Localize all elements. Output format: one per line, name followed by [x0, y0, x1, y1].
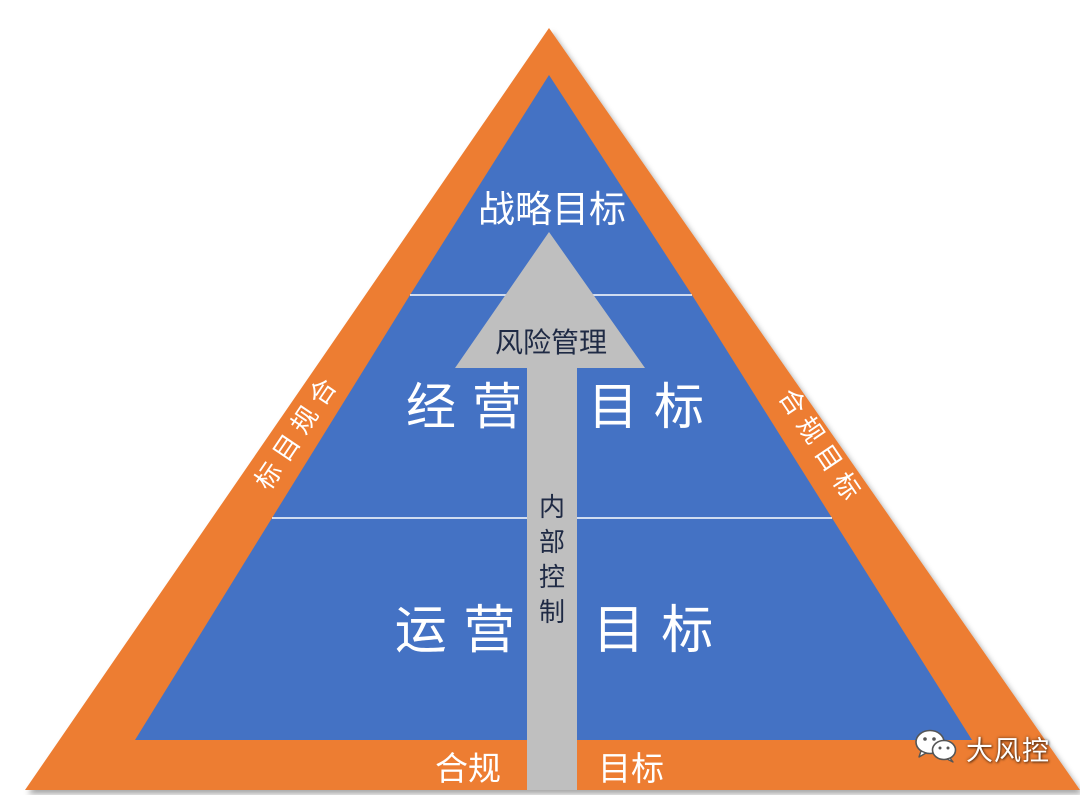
operations-goal-label-right: 目 标	[593, 601, 714, 661]
wechat-icon	[914, 728, 958, 768]
risk-management-label: 风险管理	[495, 326, 607, 359]
strategic-goal-label: 战略目标	[478, 188, 626, 231]
watermark-text: 大风控	[966, 735, 1050, 767]
internal-control-char: 内	[539, 493, 565, 523]
internal-control-char: 部	[539, 528, 565, 558]
business-goal-label-left: 经 营	[406, 378, 522, 436]
operations-goal-label-left: 运 营	[395, 601, 516, 661]
tier-strategic	[410, 75, 692, 295]
internal-control-char: 控	[539, 563, 565, 593]
internal-control-char: 制	[539, 598, 565, 628]
risk-management-arrow	[455, 232, 645, 790]
compliance-label-bottom-right: 目标	[598, 749, 664, 788]
business-goal-label-right: 目 标	[588, 378, 704, 436]
internal-control-label: 内 部 控 制	[539, 493, 565, 628]
watermark: 大风控	[914, 728, 1050, 768]
compliance-label-bottom-left: 合规	[435, 749, 501, 788]
